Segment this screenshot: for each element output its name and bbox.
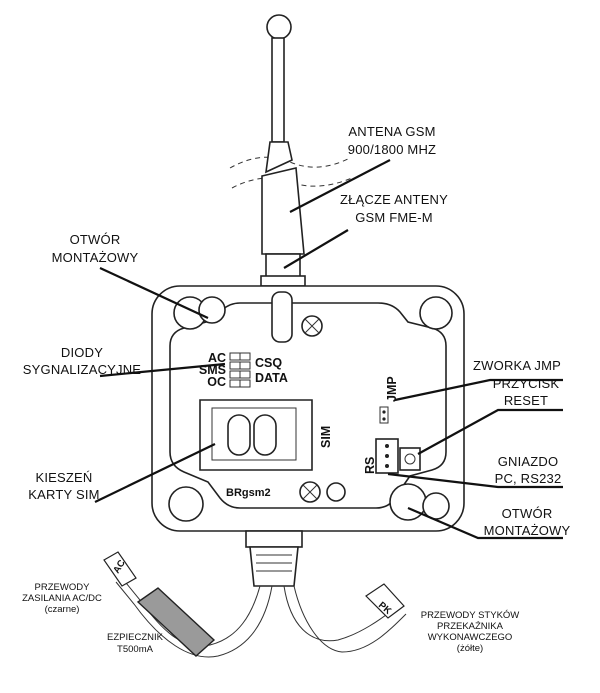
antenna-rod xyxy=(271,37,285,143)
leader-lines xyxy=(94,159,563,540)
svg-text:RESET: RESET xyxy=(504,393,548,408)
screw-bottom xyxy=(299,481,321,503)
callout-leds: DIODY SYGNALIZACYJNE xyxy=(23,345,142,377)
svg-text:MONTAŻOWY: MONTAŻOWY xyxy=(484,523,571,538)
led-block: AC SMS OC CSQ DATA xyxy=(199,351,288,389)
svg-text:MONTAŻOWY: MONTAŻOWY xyxy=(52,250,139,265)
sim-label: SIM xyxy=(319,426,333,448)
callout-sim-pocket: KIESZEŃ KARTY SIM xyxy=(28,470,99,502)
reset-button xyxy=(399,447,421,471)
led-ac-label: AC xyxy=(208,351,226,365)
antenna-body xyxy=(261,167,305,255)
svg-text:EZPIECZNIK: EZPIECZNIK xyxy=(107,632,164,643)
svg-text:ANTENA GSM: ANTENA GSM xyxy=(348,124,435,139)
svg-text:OTWÓR: OTWÓR xyxy=(502,506,553,521)
callout-relay-wires: PRZEWODY STYKÓW PRZEKAŹNIKA WYKONAWCZEGO… xyxy=(421,610,520,654)
callout-mount-hole-top: OTWÓR MONTAŻOWY xyxy=(52,232,139,265)
wires xyxy=(115,577,407,658)
svg-text:ZWORKA JMP: ZWORKA JMP xyxy=(473,358,561,373)
callout-antenna-gsm: ANTENA GSM 900/1800 MHZ xyxy=(348,124,436,157)
fuse xyxy=(136,587,216,657)
callout-mount-hole-bottom: OTWÓR MONTAŻOWY xyxy=(484,506,571,538)
pk-tag: PK xyxy=(365,583,405,619)
screw-top xyxy=(301,315,323,337)
svg-text:PC, RS232: PC, RS232 xyxy=(495,471,562,486)
callout-reset: PRZYCISK RESET xyxy=(493,376,560,408)
svg-text:SYGNALIZACYJNE: SYGNALIZACYJNE xyxy=(23,362,142,377)
svg-text:OTWÓR: OTWÓR xyxy=(70,232,121,247)
mount-hole-bl xyxy=(168,486,204,522)
callout-antenna-connector: ZŁĄCZE ANTENY GSM FME-M xyxy=(340,192,448,225)
svg-text:(żółte): (żółte) xyxy=(457,643,483,654)
svg-text:(czarne): (czarne) xyxy=(45,604,80,615)
svg-text:900/1800 MHZ: 900/1800 MHZ xyxy=(348,142,436,157)
mount-hole-br xyxy=(389,483,427,521)
svg-text:PRZEKAŹNIKA: PRZEKAŹNIKA xyxy=(437,621,504,632)
ac-tag: AC xyxy=(103,551,137,587)
rs-connector: RS xyxy=(363,438,399,474)
svg-text:GNIAZDO: GNIAZDO xyxy=(498,454,559,469)
mount-hole-tr xyxy=(419,296,453,330)
led-data-label: DATA xyxy=(255,371,288,385)
svg-text:ZASILANIA AC/DC: ZASILANIA AC/DC xyxy=(22,593,102,604)
antenna xyxy=(229,14,353,287)
svg-text:T500mA: T500mA xyxy=(117,644,154,655)
led-oc-label: OC xyxy=(207,375,226,389)
jumper-block: JMP xyxy=(379,376,399,424)
callout-jumper: ZWORKA JMP xyxy=(473,358,561,373)
svg-text:DIODY: DIODY xyxy=(61,345,103,360)
antenna-tip-ball xyxy=(266,14,292,40)
sim-holder: SIM xyxy=(199,399,333,471)
rs-label: RS xyxy=(363,457,377,474)
callout-serial-port: GNIAZDO PC, RS232 xyxy=(495,454,562,486)
callout-fuse: EZPIECZNIK T500mA xyxy=(107,632,164,655)
svg-text:PRZEWODY STYKÓW: PRZEWODY STYKÓW xyxy=(421,610,520,621)
svg-text:PRZEWODY: PRZEWODY xyxy=(35,582,91,593)
led-csq-label: CSQ xyxy=(255,356,282,370)
cable-gland xyxy=(245,530,303,587)
svg-text:PRZYCISK: PRZYCISK xyxy=(493,376,560,391)
svg-text:GSM FME-M: GSM FME-M xyxy=(355,210,433,225)
svg-text:ZŁĄCZE ANTENY: ZŁĄCZE ANTENY xyxy=(340,192,448,207)
callout-power-wires: PRZEWODY ZASILANIA AC/DC (czarne) xyxy=(22,582,102,615)
jmp-label: JMP xyxy=(385,376,399,402)
board-model: BRgsm2 xyxy=(226,487,271,499)
svg-text:WYKONAWCZEGO: WYKONAWCZEGO xyxy=(428,632,513,643)
svg-text:KARTY SIM: KARTY SIM xyxy=(28,487,99,502)
svg-text:KIESZEŃ: KIESZEŃ xyxy=(35,470,92,485)
